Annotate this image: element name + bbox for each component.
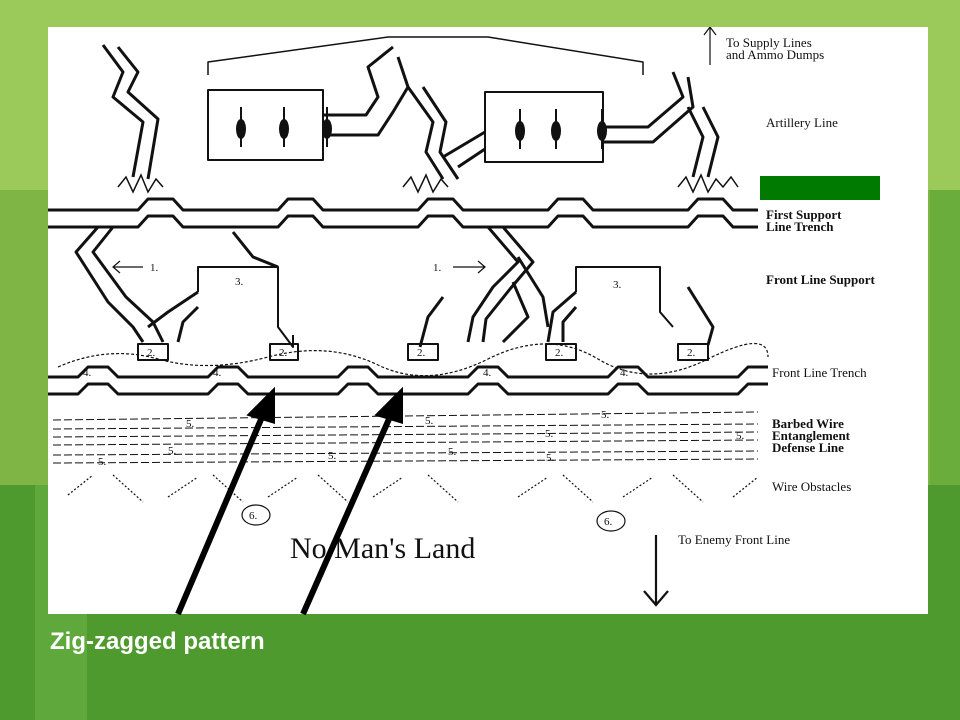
marker-6-right: 6. bbox=[604, 516, 613, 528]
marker-2-b: 2. bbox=[279, 347, 288, 359]
background-right-block bbox=[930, 190, 960, 485]
label-supply: To Supply Lines and Ammo Dumps bbox=[726, 35, 825, 62]
gun-1 bbox=[236, 107, 246, 147]
support-box-right bbox=[575, 266, 674, 328]
marker-4-b: 4. bbox=[213, 367, 222, 379]
callout-arrow-left bbox=[175, 408, 268, 616]
comm-front-g bbox=[481, 226, 535, 343]
gun-6 bbox=[597, 109, 607, 149]
comm-trench-g bbox=[603, 71, 685, 129]
marker-2-c: 2. bbox=[417, 347, 426, 359]
trench-drawing: 1. 1. 3. 3. 2. 2. 2. 2. 2. 4. 4. 4. 4. 5… bbox=[48, 27, 769, 607]
comm-front-d bbox=[147, 290, 199, 329]
comm-trench-d bbox=[323, 56, 410, 137]
marker-2-a: 2. bbox=[147, 347, 156, 359]
label-no-mans-land: No Man's Land bbox=[290, 532, 476, 565]
direction-arrows bbox=[643, 27, 717, 607]
marker-2-d: 2. bbox=[555, 347, 564, 359]
marker-3-right: 3. bbox=[613, 279, 622, 291]
comm-front-c bbox=[231, 231, 279, 269]
comm-trench-i bbox=[442, 130, 486, 159]
label-front-trench: Front Line Trench bbox=[772, 365, 867, 380]
comm-front-h bbox=[501, 281, 530, 344]
label-artillery: Artillery Line bbox=[766, 115, 838, 130]
marker-5-a: 5. bbox=[186, 418, 195, 430]
first-support-trench-top bbox=[48, 197, 758, 212]
comm-trench-k bbox=[686, 106, 705, 178]
marker-3-left: 3. bbox=[235, 276, 244, 288]
marker-4-d: 4. bbox=[620, 367, 629, 379]
front-line-trench-top bbox=[48, 365, 768, 379]
first-support-trench-bottom bbox=[48, 214, 758, 229]
marker-5-f: 5. bbox=[168, 445, 177, 457]
artillery-bracket bbox=[207, 36, 644, 75]
highlight-box bbox=[760, 176, 880, 200]
post-2-b bbox=[269, 343, 299, 361]
comm-trench-h bbox=[603, 76, 695, 144]
marker-5-j: 5. bbox=[546, 452, 555, 464]
marker-1-left: 1. bbox=[150, 262, 159, 274]
comm-trench-f bbox=[421, 86, 460, 180]
comm-front-a bbox=[74, 226, 145, 343]
marker-4-a: 4. bbox=[83, 367, 92, 379]
comm-front-b bbox=[91, 226, 165, 343]
caption-zigzag: Zig-zagged pattern bbox=[50, 628, 265, 655]
marker-1-right: 1. bbox=[433, 262, 442, 274]
marker-5-g: 5. bbox=[328, 450, 337, 462]
comm-trench-j bbox=[457, 147, 486, 169]
front-line-trench-bottom bbox=[48, 382, 768, 396]
comm-front-l bbox=[418, 296, 445, 348]
callout-arrowhead-left bbox=[246, 386, 275, 425]
marker-6-left: 6. bbox=[249, 510, 258, 522]
label-wire-obstacles: Wire Obstacles bbox=[772, 479, 852, 494]
post-2-d bbox=[545, 343, 577, 361]
gun-3 bbox=[322, 107, 332, 147]
gun-4 bbox=[515, 109, 525, 149]
label-front-support: Front Line Support bbox=[766, 272, 875, 287]
marker-5-h: 5. bbox=[448, 446, 457, 458]
comm-front-j bbox=[546, 290, 577, 343]
post-2-c bbox=[407, 343, 439, 361]
marker-5-e: 5. bbox=[736, 430, 745, 442]
front-wire-wave bbox=[57, 342, 769, 377]
comm-front-m bbox=[686, 286, 715, 346]
marker-5-b: 5. bbox=[425, 415, 434, 427]
label-first-support: First Support Line Trench bbox=[766, 207, 842, 234]
marker-5-d: 5. bbox=[545, 428, 554, 440]
comm-trench-c bbox=[323, 45, 394, 117]
comm-trench-b bbox=[116, 46, 160, 180]
marker-2-e: 2. bbox=[687, 347, 696, 359]
barbed-wire-lines bbox=[52, 411, 759, 464]
gun-2 bbox=[279, 107, 289, 147]
marker-5-c: 5. bbox=[601, 409, 610, 421]
comm-front-e bbox=[176, 305, 200, 343]
gun-5 bbox=[551, 109, 561, 149]
label-barbed-wire: Barbed Wire Entanglement Defense Line bbox=[772, 416, 850, 455]
comm-front-k bbox=[561, 306, 578, 342]
sandbag-zigzags bbox=[117, 173, 739, 194]
comm-front-f bbox=[466, 226, 520, 343]
comm-front-i bbox=[516, 256, 550, 328]
artillery-guns bbox=[236, 107, 607, 149]
callout-arrowhead-right bbox=[374, 386, 403, 425]
marker-4-c: 4. bbox=[483, 367, 492, 379]
callout-arrow-right bbox=[300, 408, 396, 616]
wire-obstacles bbox=[67, 474, 759, 503]
post-2-e bbox=[677, 343, 709, 361]
label-enemy-front: To Enemy Front Line bbox=[678, 532, 791, 547]
comm-trench-e bbox=[406, 86, 445, 180]
marker-6-circle-right bbox=[596, 510, 626, 532]
marker-1-arrows bbox=[112, 260, 486, 274]
comm-trench-l bbox=[701, 106, 720, 178]
post-2-a bbox=[137, 343, 169, 361]
trench-diagram: 1. 1. 3. 3. 2. 2. 2. 2. 2. 4. 4. 4. 4. 5… bbox=[48, 27, 928, 614]
comm-trench-a bbox=[101, 44, 145, 178]
marker-5-i: 5. bbox=[98, 456, 107, 468]
marker-6-circle-left bbox=[241, 504, 271, 526]
